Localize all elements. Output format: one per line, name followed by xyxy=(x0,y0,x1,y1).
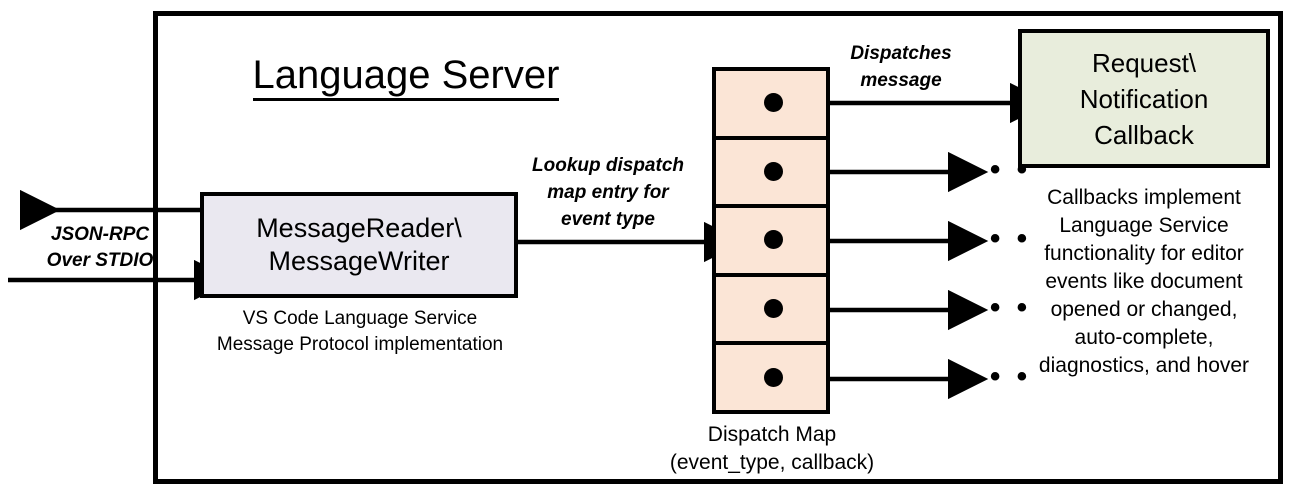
callback-caption-line7: diagnostics, and hover xyxy=(1038,354,1250,377)
callback-box-line2: Notification xyxy=(1079,83,1209,114)
dispatch-map-row[interactable] xyxy=(716,208,826,277)
entry-dot-icon xyxy=(764,230,783,250)
callback-caption-line1: Callbacks implement xyxy=(1047,186,1241,209)
dispatch-map-row[interactable] xyxy=(716,345,826,410)
entry-dot-icon xyxy=(764,367,783,387)
request-notification-callback-box[interactable]: Request\ Notification Callback xyxy=(1018,29,1270,168)
callback-caption-line5: opened or changed, xyxy=(1050,298,1238,321)
message-reader-writer-line2: MessageWriter xyxy=(268,246,450,276)
dispatch-map-row[interactable] xyxy=(716,277,826,346)
lookup-dispatch-line1: Lookup dispatch xyxy=(532,155,684,176)
jsonrpc-label: JSON-RPC Over STDIO xyxy=(20,222,180,274)
message-reader-writer-caption-line1: VS Code Language Service xyxy=(242,308,478,329)
dispatch-map-table[interactable] xyxy=(712,67,830,414)
callback-caption-line2: Language Service xyxy=(1059,214,1229,237)
callback-caption-line3: functionality for editor xyxy=(1044,242,1244,265)
jsonrpc-label-line1: JSON-RPC xyxy=(50,224,150,245)
callback-caption: Callbacks implement Language Service fun… xyxy=(1010,184,1278,380)
message-reader-writer-box[interactable]: MessageReader\ MessageWriter xyxy=(200,192,518,298)
lookup-dispatch-line2: map entry for xyxy=(547,182,669,203)
dispatches-message-label: Dispatches message xyxy=(836,40,966,94)
callback-caption-line6: auto-complete, xyxy=(1074,326,1214,349)
lookup-dispatch-label: Lookup dispatch map entry for event type xyxy=(512,152,704,233)
dispatch-map-caption-line2: (event_type, callback) xyxy=(669,451,875,474)
lookup-dispatch-line3: event type xyxy=(561,209,655,230)
dispatches-message-line2: message xyxy=(860,70,942,91)
message-reader-writer-caption-line2: Message Protocol implementation xyxy=(216,334,504,355)
language-server-boundary xyxy=(153,11,1283,484)
callback-caption-line4: events like document xyxy=(1045,270,1243,293)
entry-dot-icon xyxy=(764,299,783,319)
callback-box-line1: Request\ xyxy=(1091,47,1197,78)
dispatch-map-caption-line1: Dispatch Map xyxy=(707,423,837,446)
dispatches-message-line1: Dispatches xyxy=(850,43,952,64)
entry-dot-icon xyxy=(764,93,783,113)
message-reader-writer-caption: VS Code Language Service Message Protoco… xyxy=(180,306,540,358)
dispatch-map-row[interactable] xyxy=(716,140,826,209)
ellipsis-row-2: • • • xyxy=(963,153,1032,186)
entry-dot-icon xyxy=(764,161,783,181)
page-title-text: Language Server xyxy=(252,53,560,101)
message-reader-writer-line1: MessageReader\ xyxy=(256,213,462,243)
dispatch-map-row[interactable] xyxy=(716,71,826,140)
jsonrpc-label-line2: Over STDIO xyxy=(46,250,154,271)
callback-box-line3: Callback xyxy=(1094,119,1194,150)
dispatch-map-caption: Dispatch Map (event_type, callback) xyxy=(650,421,894,477)
page-title: Language Server xyxy=(236,52,576,101)
